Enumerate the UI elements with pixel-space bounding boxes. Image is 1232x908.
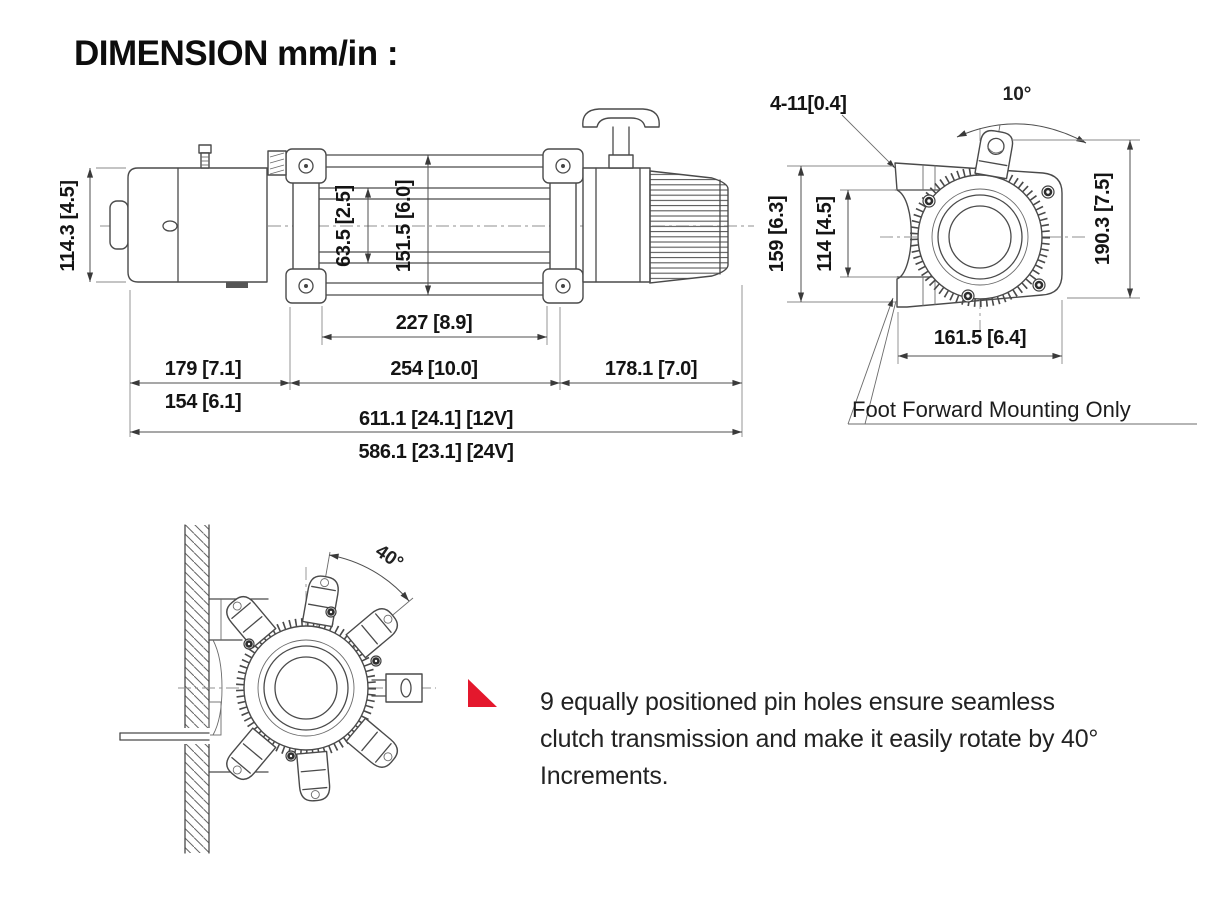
dim-drum-width: 63.5 [2.5] <box>333 185 372 267</box>
dim-lever-angle: 10° <box>956 84 1087 144</box>
callout-line: Increments. <box>540 762 669 790</box>
callout-line: 9 equally positioned pin holes ensure se… <box>540 688 1055 716</box>
clutch-lever <box>974 129 1014 180</box>
svg-text:154 [6.1]: 154 [6.1] <box>165 391 241 413</box>
svg-text:178.1 [7.0]: 178.1 [7.0] <box>605 358 697 380</box>
side-view-drawing: 114.3 [4.5] 63.5 [2.5] 151.5 [6.0] 227 [… <box>60 108 754 463</box>
dim-length-chain: 179 [7.1] 254 [10.0] 178.1 [7.0] 154 [6.… <box>129 285 743 463</box>
svg-text:586.1 [23.1] [24V]: 586.1 [23.1] [24V] <box>358 441 513 463</box>
svg-text:161.5 [6.4]: 161.5 [6.4] <box>934 327 1026 349</box>
frame-stud <box>267 150 287 176</box>
motor-terminal-stud <box>198 144 212 169</box>
dim-motor-height: 114.3 [4.5] <box>60 167 126 283</box>
right-crossbar <box>542 148 584 304</box>
drum-shaft-end <box>371 673 423 703</box>
winch-motor <box>109 144 268 288</box>
svg-text:63.5 [2.5]: 63.5 [2.5] <box>333 185 355 267</box>
svg-text:611.1 [24.1] [12V]: 611.1 [24.1] [12V] <box>359 408 513 430</box>
svg-text:254 [10.0]: 254 [10.0] <box>390 358 477 380</box>
svg-text:159 [6.3]: 159 [6.3] <box>766 196 788 272</box>
dim-rotation-angle: 40° <box>328 541 410 602</box>
dim-mount-holes: 4-11[0.4] <box>770 93 896 169</box>
dim-overall-height: 190.3 [7.5] <box>1011 139 1140 299</box>
dim-drum-span: 227 [8.9] <box>321 306 548 345</box>
clutch-ring <box>910 167 1050 307</box>
page-title: DIMENSION mm/in : <box>74 34 399 73</box>
dim-foot-height: 159 [6.3] <box>766 165 895 303</box>
gear-housing <box>582 167 651 283</box>
winch-rope <box>119 728 210 744</box>
svg-text:10°: 10° <box>1003 84 1032 105</box>
svg-text:114 [4.5]: 114 [4.5] <box>814 196 836 271</box>
mounting-holes <box>922 185 1055 303</box>
rotation-view-drawing: 40° <box>119 524 436 854</box>
dim-foot-inner: 114 [4.5] <box>814 189 897 278</box>
triangle-icon <box>468 679 497 707</box>
end-view-drawing: 10° 4-11[0.4] 159 [6.3] 114 [4.5] 190.3 … <box>766 84 1197 425</box>
red-triangle-marker <box>468 679 497 707</box>
svg-text:190.3 [7.5]: 190.3 [7.5] <box>1092 173 1114 265</box>
dim-frame-width: 151.5 [6.0] <box>393 155 432 295</box>
dim-width: 161.5 [6.4] <box>897 300 1063 364</box>
svg-text:Foot Forward Mounting Only: Foot Forward Mounting Only <box>852 397 1131 422</box>
callout-line: clutch transmission and make it easily r… <box>540 725 1099 753</box>
svg-text:179 [7.1]: 179 [7.1] <box>165 358 241 380</box>
pin-holes-callout: 9 equally positioned pin holes ensure se… <box>540 684 1200 795</box>
svg-text:227 [8.9]: 227 [8.9] <box>396 312 472 334</box>
pin-holes <box>243 606 382 762</box>
svg-text:40°: 40° <box>371 541 407 574</box>
drum-tie-rods <box>318 154 553 296</box>
svg-text:114.3 [4.5]: 114.3 [4.5] <box>60 180 79 271</box>
left-crossbar <box>267 148 327 304</box>
cable-drum-end <box>649 170 729 284</box>
clutch-handle <box>582 108 660 169</box>
mounting-wall <box>184 524 210 854</box>
foot-forward-note: Foot Forward Mounting Only <box>847 297 1197 425</box>
svg-text:4-11[0.4]: 4-11[0.4] <box>770 93 846 115</box>
svg-text:151.5 [6.0]: 151.5 [6.0] <box>393 180 415 272</box>
motor-base-tab <box>226 282 248 288</box>
